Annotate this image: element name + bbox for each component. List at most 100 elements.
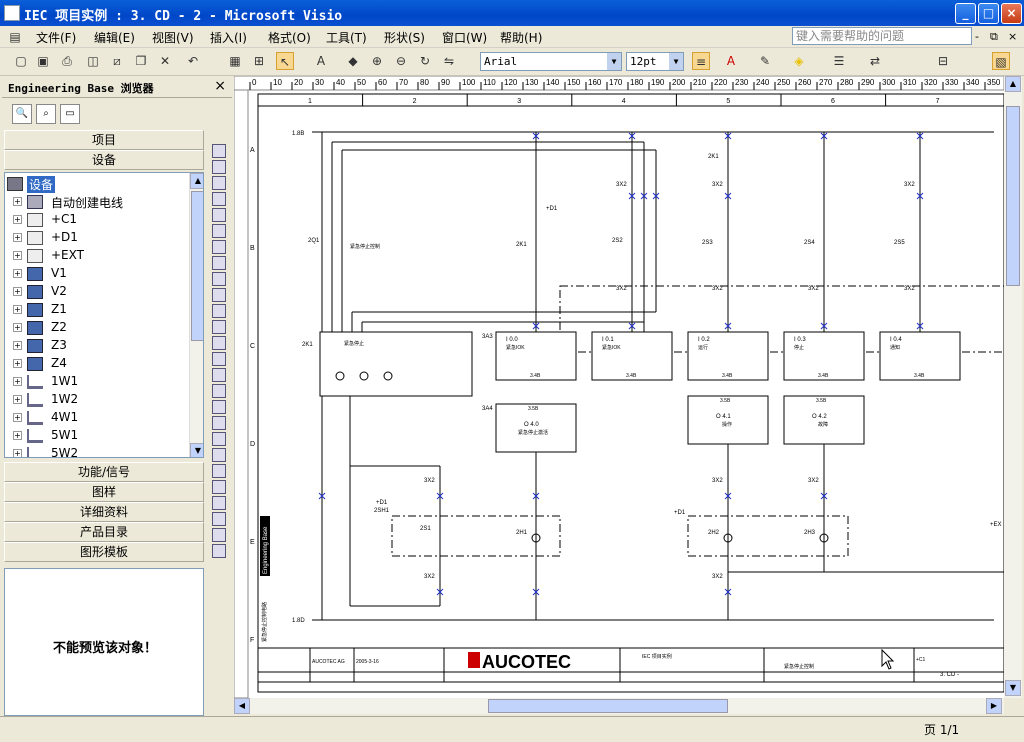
- expand-icon[interactable]: +: [13, 341, 22, 350]
- menu-shape[interactable]: 形状(S): [384, 31, 425, 45]
- drawing-vscroll[interactable]: ▲ ▼: [1004, 76, 1022, 698]
- tree-item[interactable]: +自动创建电线: [5, 193, 189, 211]
- mdi-restore-button[interactable]: ⧉: [990, 30, 998, 43]
- expand-icon[interactable]: +: [13, 305, 22, 314]
- stencil-cable-icon[interactable]: [212, 320, 226, 334]
- help-search-input[interactable]: 键入需要帮助的问题: [792, 27, 972, 45]
- expand-icon[interactable]: +: [13, 359, 22, 368]
- expand-icon[interactable]: +: [13, 197, 22, 206]
- minimize-button[interactable]: _: [955, 3, 976, 24]
- input-block-1[interactable]: [591, 331, 673, 381]
- stencil-cable-icon[interactable]: [212, 496, 226, 510]
- tree-item[interactable]: +1W1: [5, 373, 189, 391]
- output-block-0[interactable]: [495, 403, 577, 453]
- line-color-icon[interactable]: ✎: [759, 54, 771, 68]
- expand-icon[interactable]: +: [13, 323, 22, 332]
- shapes-window-icon[interactable]: ▧: [992, 52, 1010, 70]
- text-tool-icon[interactable]: A: [316, 54, 326, 68]
- menu-format[interactable]: 格式(O): [268, 31, 311, 45]
- scroll-left-icon[interactable]: ◀: [234, 698, 250, 714]
- font-size-select[interactable]: 12pt▼: [626, 52, 684, 71]
- font-select[interactable]: Arial▼: [480, 52, 622, 71]
- input-block-3[interactable]: [783, 331, 865, 381]
- tree-item[interactable]: +V1: [5, 265, 189, 283]
- stencil-cable-icon[interactable]: [212, 288, 226, 302]
- grid-icon[interactable]: ⊞: [253, 54, 265, 68]
- scroll-thumb[interactable]: [191, 191, 203, 341]
- output-block-2[interactable]: [783, 395, 865, 445]
- section-function-signal[interactable]: 功能/信号: [4, 462, 204, 482]
- copy-icon[interactable]: ❐: [135, 54, 147, 68]
- stencil-device-icon[interactable]: [212, 240, 226, 254]
- stencil-cable-icon[interactable]: [212, 304, 226, 318]
- tree-item[interactable]: ++EXT: [5, 247, 189, 265]
- layout-icon[interactable]: ⊟: [937, 54, 949, 68]
- fill-shape-icon[interactable]: ◆: [348, 54, 358, 68]
- filter-icon[interactable]: ⌕: [36, 104, 56, 124]
- section-project[interactable]: 项目: [4, 130, 204, 150]
- stencil-cable-icon[interactable]: [212, 384, 226, 398]
- line-weight-icon[interactable]: ☰: [833, 54, 845, 68]
- panel-close-button[interactable]: ×: [214, 78, 226, 94]
- scroll-down-icon[interactable]: ▼: [190, 443, 203, 457]
- stencil-device-icon[interactable]: [212, 160, 226, 174]
- menu-view[interactable]: 视图(V): [152, 31, 194, 45]
- scroll-right-icon[interactable]: ▶: [986, 698, 1002, 714]
- tree-root-devices[interactable]: 设备: [5, 175, 189, 193]
- line-ends-icon[interactable]: ⇄: [869, 54, 881, 68]
- undo-icon[interactable]: ↶: [187, 54, 199, 68]
- section-devices[interactable]: 设备: [4, 150, 204, 170]
- expand-icon[interactable]: +: [13, 431, 22, 440]
- find-icon[interactable]: 🔍: [12, 104, 32, 124]
- rotate-icon[interactable]: ↻: [419, 54, 431, 68]
- section-stencil[interactable]: 图形模板: [4, 542, 204, 562]
- maximize-button[interactable]: □: [978, 3, 999, 24]
- tree-item[interactable]: ++C1: [5, 211, 189, 229]
- tree-item[interactable]: ++D1: [5, 229, 189, 247]
- flip-icon[interactable]: ⇋: [443, 54, 455, 68]
- tree-item[interactable]: +1W2: [5, 391, 189, 409]
- stencil-cable-icon[interactable]: [212, 448, 226, 462]
- input-block-4[interactable]: [879, 331, 961, 381]
- new-icon[interactable]: ▢: [15, 54, 27, 68]
- expand-icon[interactable]: +: [13, 233, 22, 242]
- stencil-cable-icon[interactable]: [212, 528, 226, 542]
- tree-item[interactable]: +4W1: [5, 409, 189, 427]
- close-button[interactable]: ×: [1001, 3, 1022, 24]
- shapes-icon[interactable]: ▦: [229, 54, 241, 68]
- save-icon[interactable]: ▣: [37, 54, 49, 68]
- menu-insert[interactable]: 插入(I): [210, 31, 247, 45]
- tree-item[interactable]: +V2: [5, 283, 189, 301]
- delete-icon[interactable]: ✕: [159, 54, 171, 68]
- pointer-tool-icon[interactable]: ↖: [276, 52, 294, 70]
- stencil-cable-icon[interactable]: [212, 368, 226, 382]
- section-details[interactable]: 详细资料: [4, 502, 204, 522]
- tree-item[interactable]: +Z3: [5, 337, 189, 355]
- section-drawings[interactable]: 图样: [4, 482, 204, 502]
- expand-icon[interactable]: +: [13, 251, 22, 260]
- input-block-2[interactable]: [687, 331, 769, 381]
- scroll-up-icon[interactable]: ▲: [1005, 76, 1021, 92]
- connector-icon[interactable]: ⧄: [113, 54, 121, 68]
- plc-module-2k1[interactable]: [319, 331, 473, 397]
- stencil-cable-icon[interactable]: [212, 464, 226, 478]
- input-block-0[interactable]: [495, 331, 577, 381]
- expand-icon[interactable]: +: [13, 215, 22, 224]
- print-icon[interactable]: ⎙: [62, 54, 72, 68]
- stencil-cable-icon[interactable]: [212, 400, 226, 414]
- drawing-hscroll-thumb[interactable]: [488, 699, 728, 713]
- tree-item[interactable]: +Z2: [5, 319, 189, 337]
- menu-edit[interactable]: 编辑(E): [94, 31, 135, 45]
- zoom-out-icon[interactable]: ⊖: [395, 54, 407, 68]
- menu-tools[interactable]: 工具(T): [326, 31, 367, 45]
- zoom-in-icon[interactable]: ⊕: [371, 54, 383, 68]
- preview-icon[interactable]: ◫: [87, 54, 99, 68]
- stencil-device-icon[interactable]: [212, 256, 226, 270]
- scroll-up-icon[interactable]: ▲: [190, 173, 203, 189]
- document-icon[interactable]: ▤: [9, 30, 21, 44]
- expand-icon[interactable]: +: [13, 395, 22, 404]
- output-block-1[interactable]: [687, 395, 769, 445]
- stencil-cable-icon[interactable]: [212, 272, 226, 286]
- tree-item[interactable]: +Z1: [5, 301, 189, 319]
